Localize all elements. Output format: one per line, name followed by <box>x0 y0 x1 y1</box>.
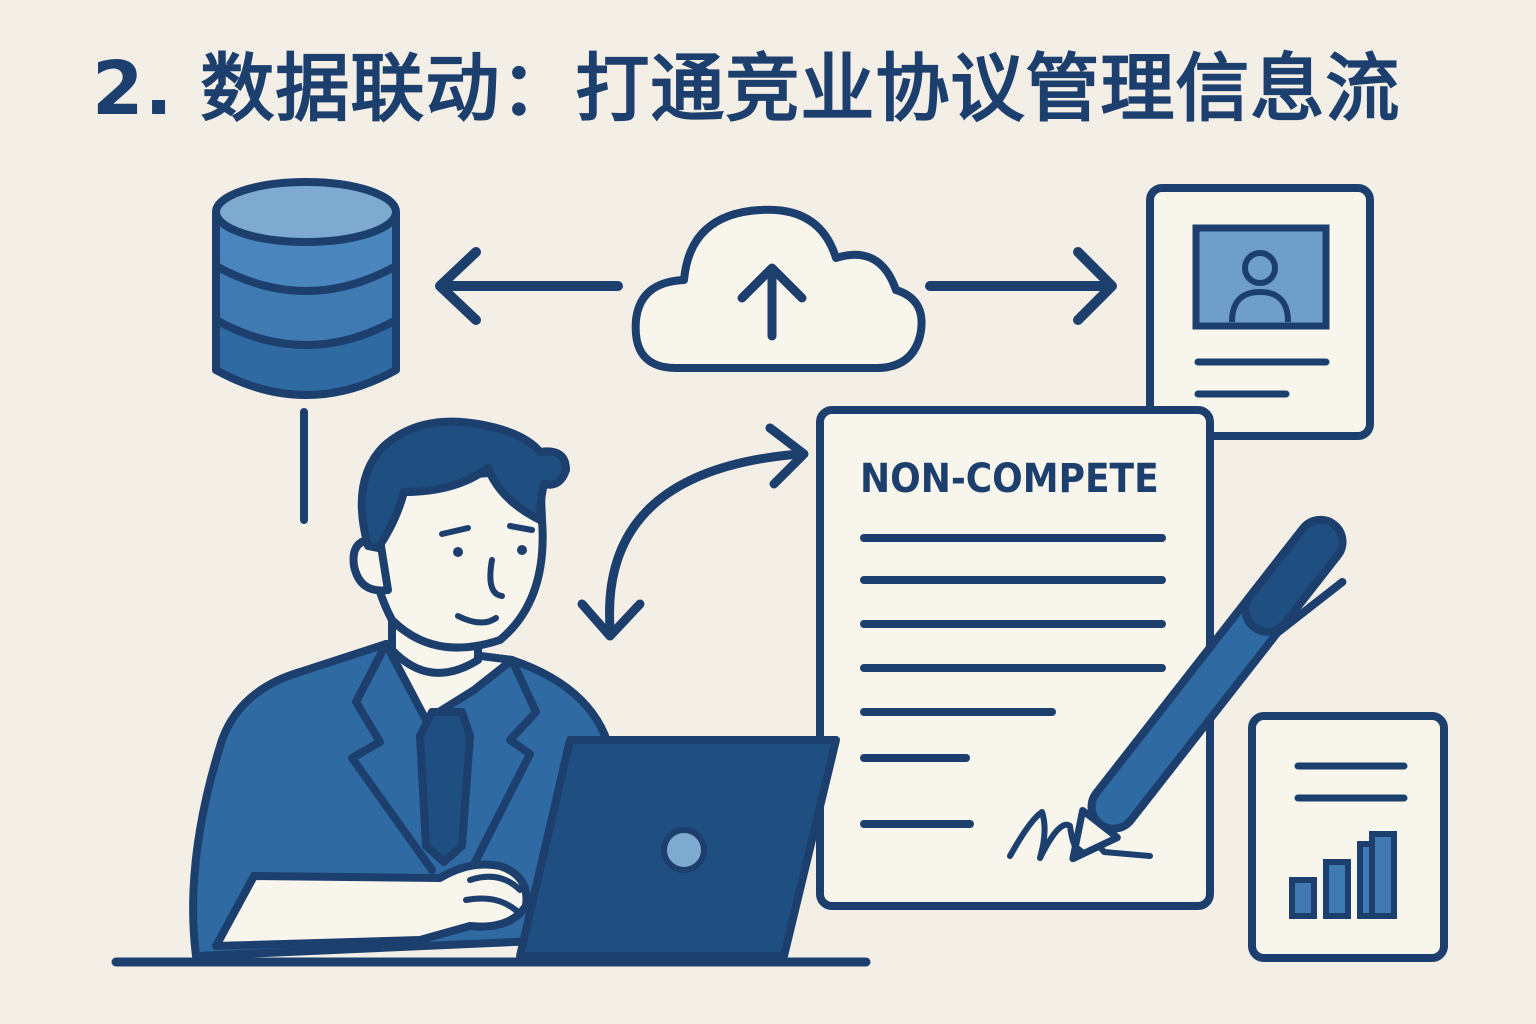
arrow-to-profile <box>925 247 1117 325</box>
laptop-icon <box>516 736 840 960</box>
cloud-upload-icon <box>631 205 926 372</box>
profile-card-icon <box>1146 184 1374 440</box>
businessman-illustration <box>189 417 616 960</box>
bar-chart-report-icon <box>1248 712 1448 962</box>
arrow-to-database <box>435 247 623 325</box>
database-icon <box>212 178 400 524</box>
document-heading: NON-COMPETE <box>860 456 1159 502</box>
pen-icon <box>1069 515 1347 863</box>
contract-document-icon: NON-COMPETE <box>816 406 1214 910</box>
sync-arrow <box>577 423 809 641</box>
page-title: 2. 数据联动：打通竞业协议管理信息流 <box>92 46 1401 132</box>
